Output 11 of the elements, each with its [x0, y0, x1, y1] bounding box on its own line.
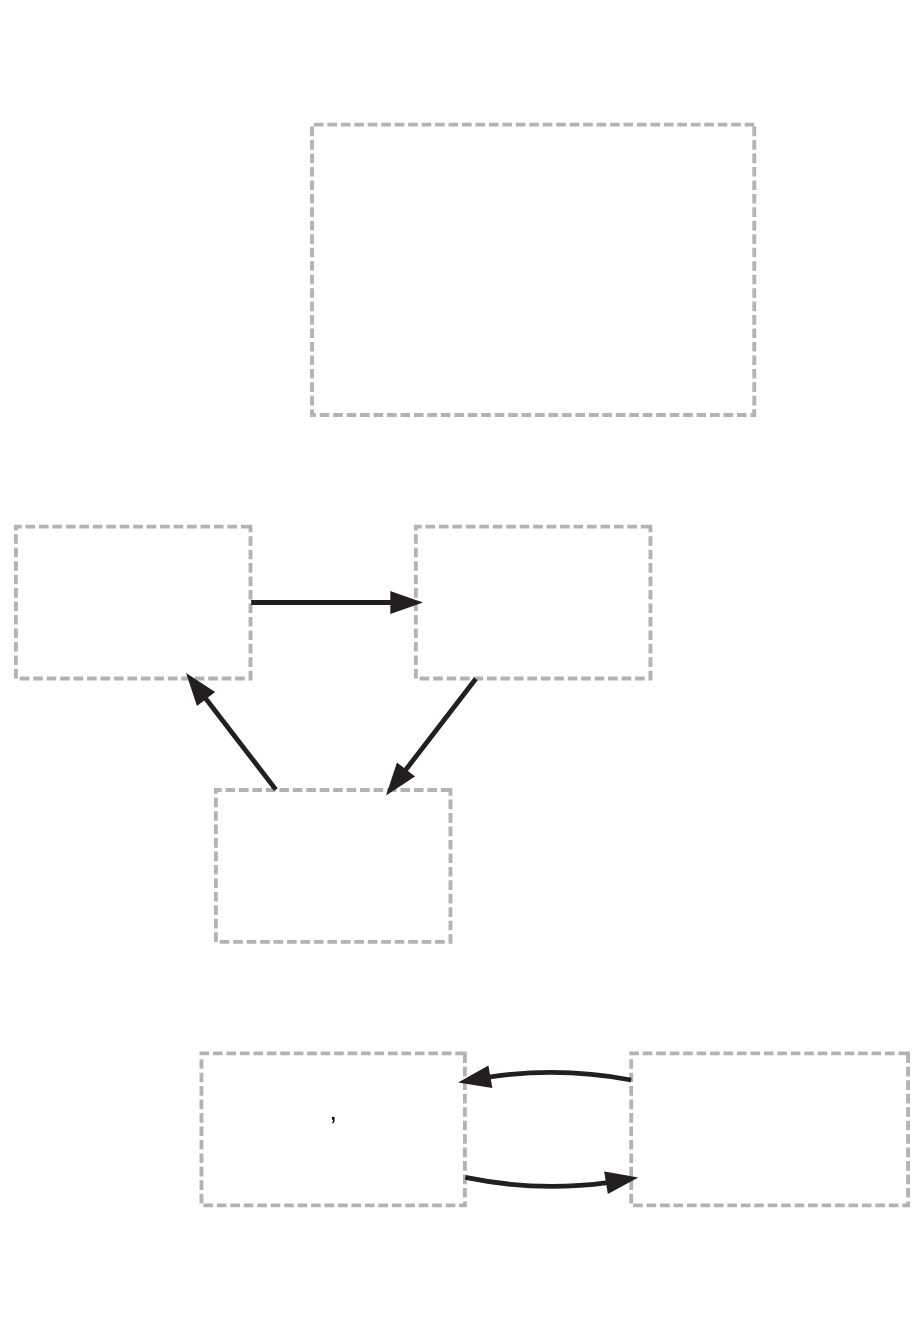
node-box: ’: [199, 1051, 467, 1208]
arrow: [251, 591, 424, 614]
node-box: [14, 524, 253, 681]
node-box: [310, 122, 757, 417]
arrow: [458, 1065, 632, 1089]
node-box: [629, 1051, 910, 1208]
node-box: [213, 788, 453, 944]
arrow: [386, 677, 478, 796]
arrow: [186, 673, 278, 792]
arrow: [464, 1171, 639, 1195]
node-box: [413, 524, 653, 681]
